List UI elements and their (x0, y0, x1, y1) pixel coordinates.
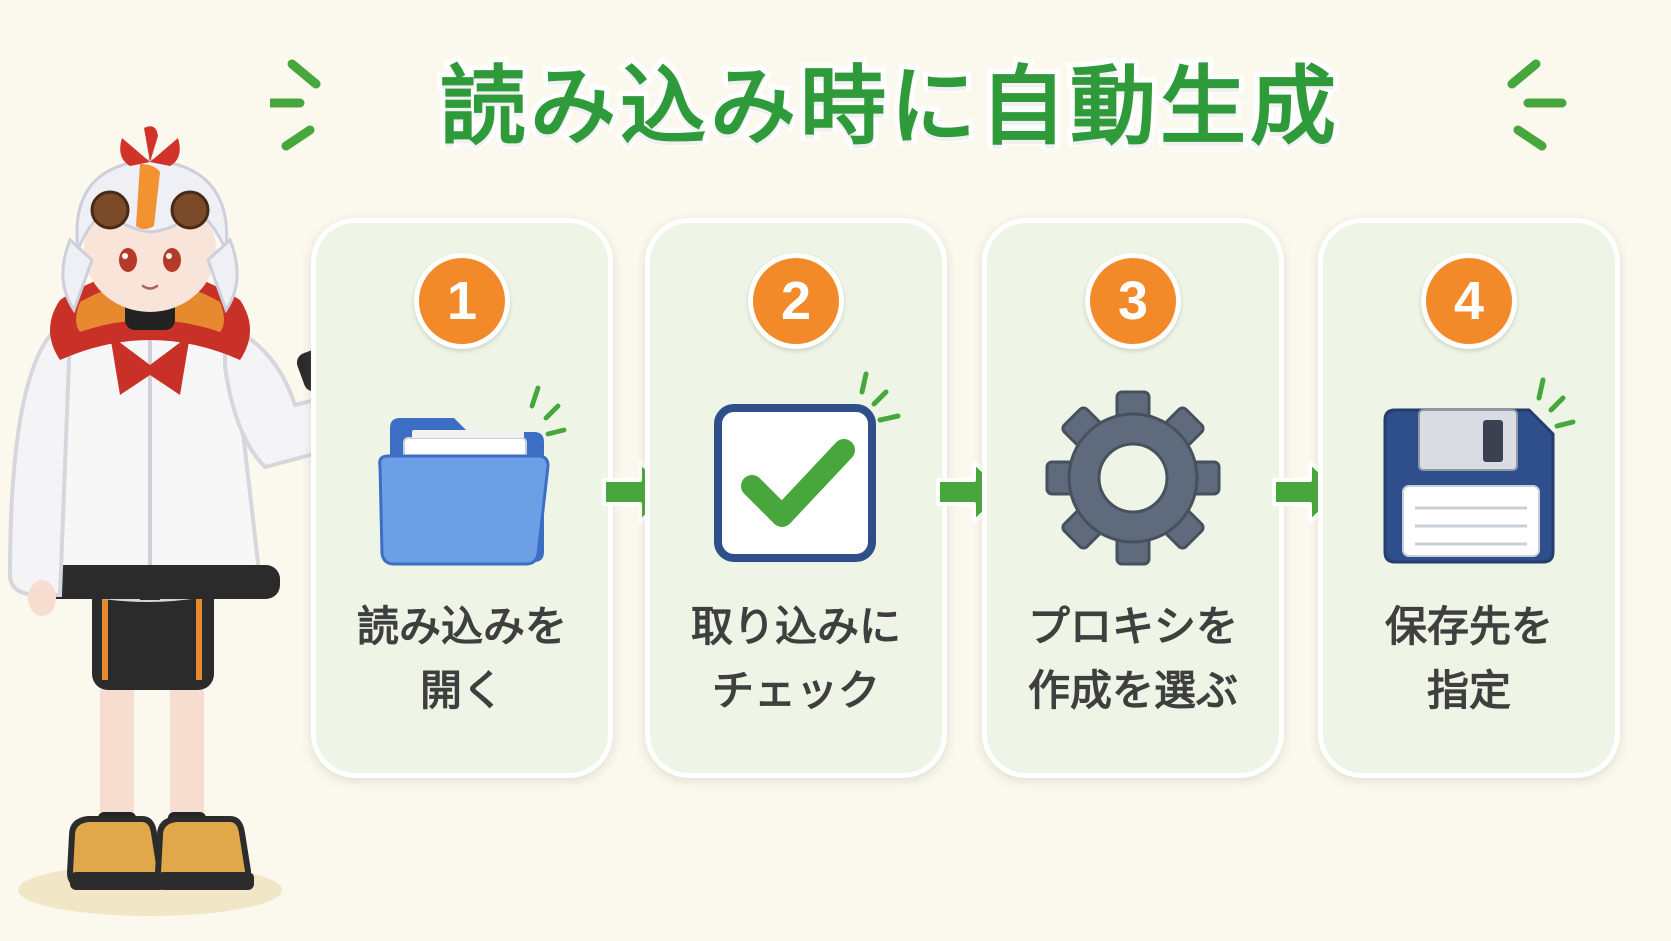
floppy-disk-icon (1383, 377, 1576, 564)
step-number-badge: 4 (1421, 253, 1517, 349)
step-card-4: 4 保存先を 指定 (1318, 218, 1620, 778)
step-number-badge: 3 (1085, 253, 1181, 349)
step-label-line-1: 保存先を (1384, 602, 1553, 651)
left-spark-lines (270, 59, 321, 151)
step-label-line-2: 指定 (1426, 666, 1511, 715)
step-label: 読み込みを 開く (326, 595, 598, 723)
page-title: 読み込み時に自動生成 (435, 52, 1341, 162)
step-label-line-1: プロキシを (1027, 602, 1238, 651)
step-label: プロキシを 作成を選ぶ (997, 595, 1269, 723)
step-label-line-1: 読み込みを (356, 602, 567, 651)
step-number-badge: 1 (414, 253, 510, 349)
step-label-line-2: チェック (711, 666, 880, 715)
folder-icon (378, 385, 567, 566)
checkbox-icon (714, 371, 901, 562)
step-number-badge: 2 (748, 253, 844, 349)
step-label: 保存先を 指定 (1333, 595, 1605, 723)
right-spark-lines (1507, 59, 1567, 151)
step-label: 取り込みに チェック (660, 595, 932, 723)
step-label-line-2: 開く (419, 666, 504, 715)
step-label-line-1: 取り込みに (690, 602, 901, 651)
step-label-line-2: 作成を選ぶ (1027, 666, 1238, 715)
step-card-2: 2 取り込みに チェック (645, 218, 947, 778)
step-card-1: 1 読み込みを 開く (311, 218, 613, 778)
gear-icon (1045, 390, 1221, 566)
step-card-3: 3 プロキシを 作成を選ぶ (982, 218, 1284, 778)
